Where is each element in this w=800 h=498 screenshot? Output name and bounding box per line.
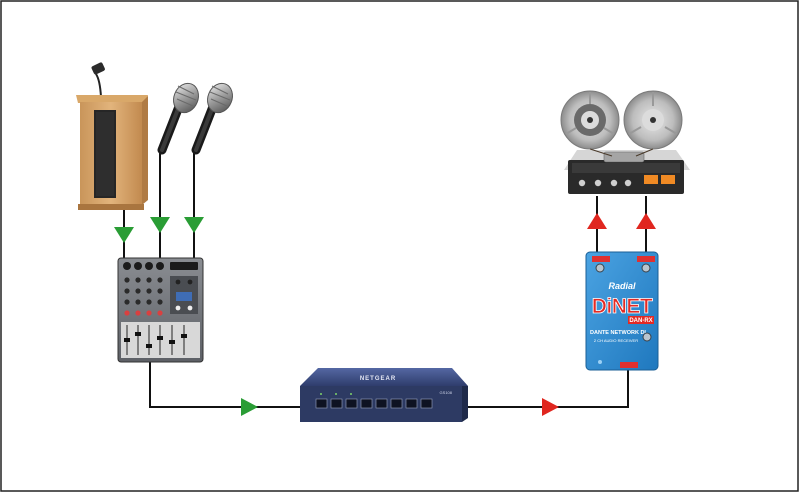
mixer-to-switch-arrow [241, 398, 258, 416]
network-switch-image: NETGEAR GS108 [300, 368, 468, 422]
switch-brand-label: NETGEAR [360, 376, 396, 382]
dinet-subtitle-label: DANTE NETWORK DI [590, 330, 646, 336]
left-reel [560, 90, 620, 150]
dinet-caption-label: 2 CH AUDIO RECEIVER [594, 338, 638, 343]
mic-2-input-arrow [184, 217, 204, 233]
microphone-2-image [191, 82, 233, 155]
dinet-out-right-arrow [636, 213, 656, 229]
right-reel [623, 90, 683, 150]
lectern-input-arrow [114, 227, 134, 243]
switch-to-dinet-arrow [542, 398, 559, 416]
dinet-model-label: DAN-RX [629, 318, 652, 324]
switch-model-label: GS108 [440, 390, 453, 395]
dinet-out-left-arrow [587, 213, 607, 229]
switch-ports [315, 398, 433, 409]
output-arrows [542, 213, 656, 416]
mixer-image [117, 257, 204, 363]
dinet-name-label: DiNET [592, 295, 653, 318]
cables [123, 150, 647, 408]
input-arrows [114, 217, 258, 416]
reel-to-reel-recorder-image [560, 90, 690, 194]
dinet-receiver-image: Radial DiNET DAN-RX DANTE NETWORK DI 2 C… [585, 251, 659, 371]
lectern-image [76, 62, 148, 210]
microphone-1-image [157, 82, 199, 155]
switch-to-dinet-cable [460, 370, 629, 408]
mic-1-input-arrow [150, 217, 170, 233]
dinet-brand-label: Radial [608, 281, 636, 291]
